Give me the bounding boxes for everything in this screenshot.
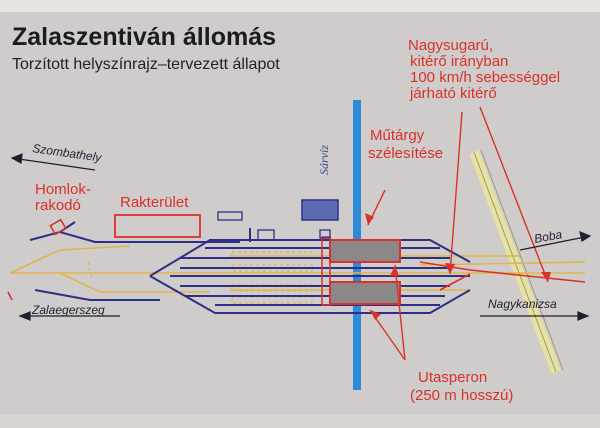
direction-boba: Boba <box>533 227 563 246</box>
platform-label-line1: Utasperon <box>418 369 487 386</box>
curve-switch-line4: járható kitérő <box>409 85 497 102</box>
page-title: Zalaszentiván állomás <box>12 23 276 51</box>
buildings <box>49 199 339 241</box>
small-building-2 <box>257 229 275 241</box>
small-building-3 <box>319 229 331 239</box>
head-loading-line1: Homlok- <box>35 181 91 198</box>
platform-upper <box>329 239 401 263</box>
cargo-area <box>114 214 201 238</box>
direction-arrows <box>10 153 592 321</box>
direction-zalaegerszeg: Zalaegerszeg <box>31 303 105 317</box>
curve-switch-line2: kitérő irányban <box>410 53 508 70</box>
direction-nagykanizsa: Nagykanizsa <box>488 297 557 311</box>
small-building-1 <box>217 211 243 221</box>
annotation-arrows <box>367 106 549 361</box>
head-loading-line2: rakodó <box>35 197 81 214</box>
card-top-edge <box>0 0 600 12</box>
platform-lower <box>329 281 401 305</box>
road-crossing <box>469 149 564 374</box>
platform-connector <box>321 236 331 306</box>
station-building <box>301 199 339 221</box>
platforms <box>321 236 401 306</box>
page-subtitle: Torzított helyszínrajz–tervezett állapot <box>12 56 280 73</box>
card-bottom-edge <box>0 414 600 428</box>
curve-switch-line1: Nagysugarú, <box>408 37 493 54</box>
curve-switch-line3: 100 km/h sebességgel <box>410 69 560 86</box>
cargo-area-label: Rakterület <box>120 194 189 211</box>
platform-label-line2: (250 m hosszú) <box>410 387 513 404</box>
bridge-widening-line1: Műtárgy <box>370 127 425 144</box>
head-loading-ramp <box>49 218 67 236</box>
river-label: Sárvíz <box>317 145 331 175</box>
annotation-arrowheads <box>365 213 551 320</box>
bridge-widening-line2: szélesítése <box>368 145 443 162</box>
